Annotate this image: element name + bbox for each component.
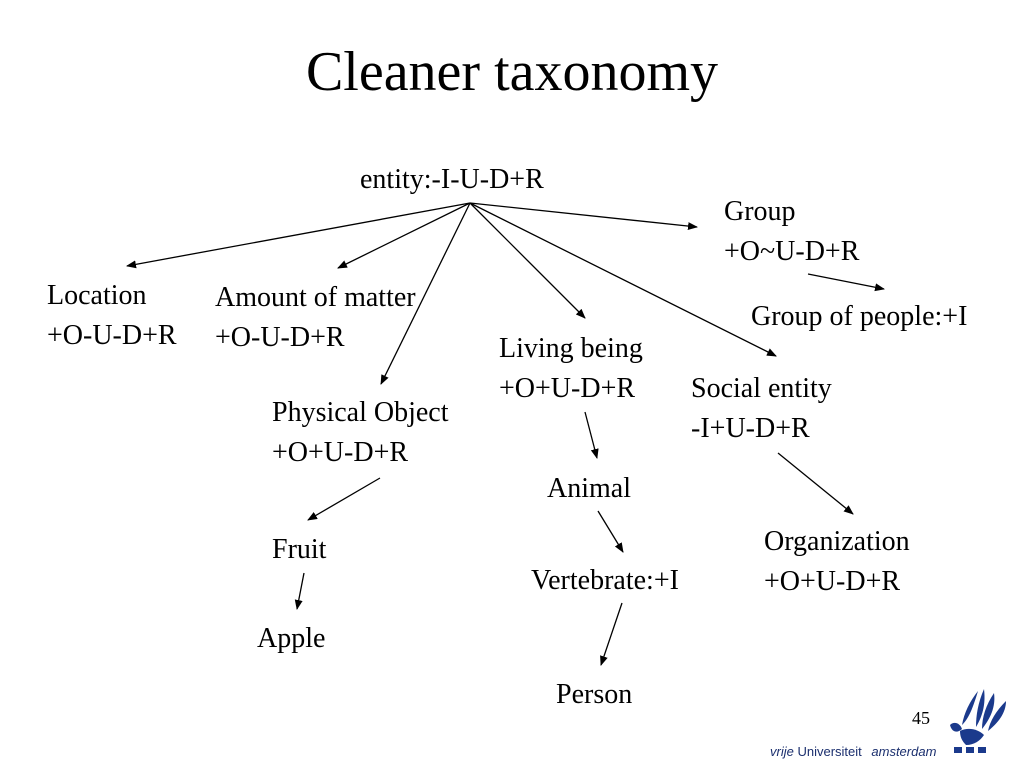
node-vertebrate: Vertebrate:+I xyxy=(531,565,679,596)
node-social-entity: Social entity -I+U-D+R xyxy=(691,373,832,444)
node-fruit: Fruit xyxy=(272,534,327,565)
edge-animal-to-vertebrate xyxy=(597,510,624,553)
edge-entity-to-amount-of-matter xyxy=(337,202,471,269)
edge-physical-object-to-fruit xyxy=(307,477,381,521)
edge-entity-to-living-being xyxy=(469,202,586,319)
edge-living-being-to-animal xyxy=(584,411,599,459)
node-living-being: Living being +O+U-D+R xyxy=(499,333,643,404)
node-amount-of-matter: Amount of matter +O-U-D+R xyxy=(215,282,416,353)
institution-name: vrije Universiteit amsterdam xyxy=(770,744,936,760)
edge-group-to-group-of-people xyxy=(807,273,885,292)
edge-fruit-to-apple xyxy=(294,572,305,610)
slide-number: 45 xyxy=(912,708,930,728)
edge-entity-to-group xyxy=(469,202,698,231)
node-group-of-people: Group of people:+I xyxy=(751,301,968,332)
node-entity: entity:-I-U-D+R xyxy=(360,164,544,195)
node-location: Location +O-U-D+R xyxy=(47,280,177,351)
edge-entity-to-social-entity xyxy=(469,202,777,357)
node-group: Group +O~U-D+R xyxy=(724,196,860,267)
university-griffin-logo-icon xyxy=(950,689,1006,753)
institution-word-amsterdam: amsterdam xyxy=(871,744,937,759)
node-apple: Apple xyxy=(257,623,326,654)
institution-word-vrije: vrije xyxy=(770,744,794,759)
edge-social-entity-to-organization xyxy=(777,452,854,515)
node-physical-object: Physical Object +O+U-D+R xyxy=(272,397,449,468)
edge-entity-to-location xyxy=(126,202,471,269)
institution-word-universiteit: Universiteit xyxy=(797,744,862,759)
node-organization: Organization +O+U-D+R xyxy=(764,526,910,597)
edge-vertebrate-to-person xyxy=(600,602,623,666)
node-person: Person xyxy=(556,679,633,710)
node-animal: Animal xyxy=(547,473,631,504)
edge-entity-to-physical-object xyxy=(380,202,471,385)
slide-title: Cleaner taxonomy xyxy=(305,41,719,103)
